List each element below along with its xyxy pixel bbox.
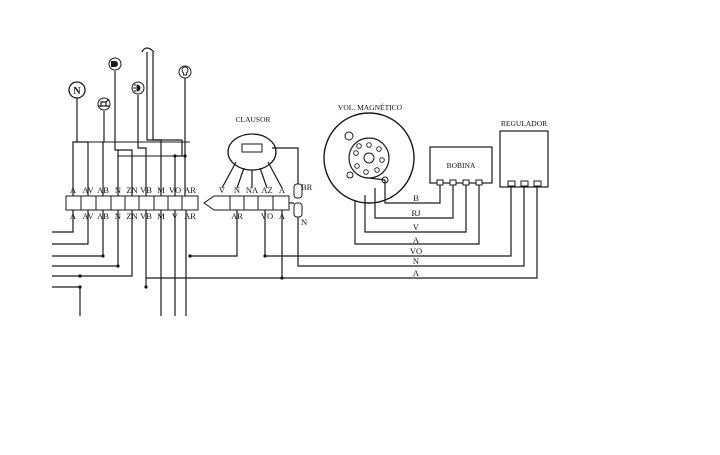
indicator-wiring xyxy=(72,52,190,196)
connector-cell xyxy=(110,195,126,211)
connector-cell xyxy=(138,195,155,211)
connector-cell xyxy=(95,195,112,211)
bus-label: N xyxy=(413,256,419,266)
high-beam-indicator-icon xyxy=(131,81,145,95)
bus-label: RJ xyxy=(412,208,422,218)
connector-label: VO xyxy=(261,211,273,221)
flywheel-title: VOL. MAGNÉTICO xyxy=(338,102,403,112)
connector-label: A xyxy=(279,185,286,195)
connector-label: V xyxy=(219,185,226,195)
connector-cell xyxy=(124,195,140,211)
connector-label: AR xyxy=(184,185,196,195)
bus-label: V xyxy=(413,222,420,232)
lower-left-wiring xyxy=(52,210,187,316)
regulator-title: REGULADOR xyxy=(501,119,547,128)
headlight-indicator-icon xyxy=(108,57,122,71)
bus-wiring xyxy=(146,180,538,280)
connector-cell xyxy=(65,195,82,211)
clausor-title: CLAUSOR xyxy=(235,115,270,124)
clausor-wiring xyxy=(188,210,283,278)
main-connector-bottom-labels: A AV AB N ZN VB M V AR xyxy=(70,211,196,221)
main-connector-top-labels: A AV AB N ZN VB M VO AR xyxy=(70,185,196,195)
neutral-indicator-label: N xyxy=(73,86,81,97)
clausor-connector-top-labels: V N NA AZ A xyxy=(219,185,286,195)
connector-label: NA xyxy=(246,185,259,195)
flywheel-magneto: VOL. MAGNÉTICO xyxy=(323,102,415,204)
connector-cell xyxy=(80,195,97,211)
clausor-connector xyxy=(203,195,290,211)
wire-label-n: N xyxy=(301,217,307,227)
main-connector xyxy=(65,195,199,211)
wire-label-br: BR xyxy=(301,182,313,192)
connector-label: AR xyxy=(184,211,196,221)
clausor-side-wires: BR N xyxy=(289,182,313,232)
regulator-box: REGULADOR xyxy=(499,119,549,188)
bus-label: A xyxy=(413,235,420,245)
connector-cell xyxy=(153,195,169,211)
connector-label: AZ xyxy=(261,185,272,195)
lamp-indicator-icon xyxy=(178,65,192,79)
connector-cell xyxy=(181,195,199,211)
connector-label: N xyxy=(234,185,240,195)
bus-labels: B RJ V A VO N A xyxy=(410,193,422,278)
oil-indicator-icon xyxy=(97,97,111,111)
clausor: CLAUSOR xyxy=(221,115,299,189)
clausor-connector-bottom-labels: AR VO A xyxy=(231,211,286,221)
bus-label: A xyxy=(413,268,420,278)
coil-title: BOBINA xyxy=(447,161,476,170)
top-loop-icon xyxy=(141,47,155,53)
connector-cell xyxy=(167,195,183,211)
bus-label: B xyxy=(413,193,419,203)
coil-box: BOBINA xyxy=(429,146,493,186)
bus-label: VO xyxy=(410,246,422,256)
neutral-indicator-icon: N xyxy=(68,81,86,99)
